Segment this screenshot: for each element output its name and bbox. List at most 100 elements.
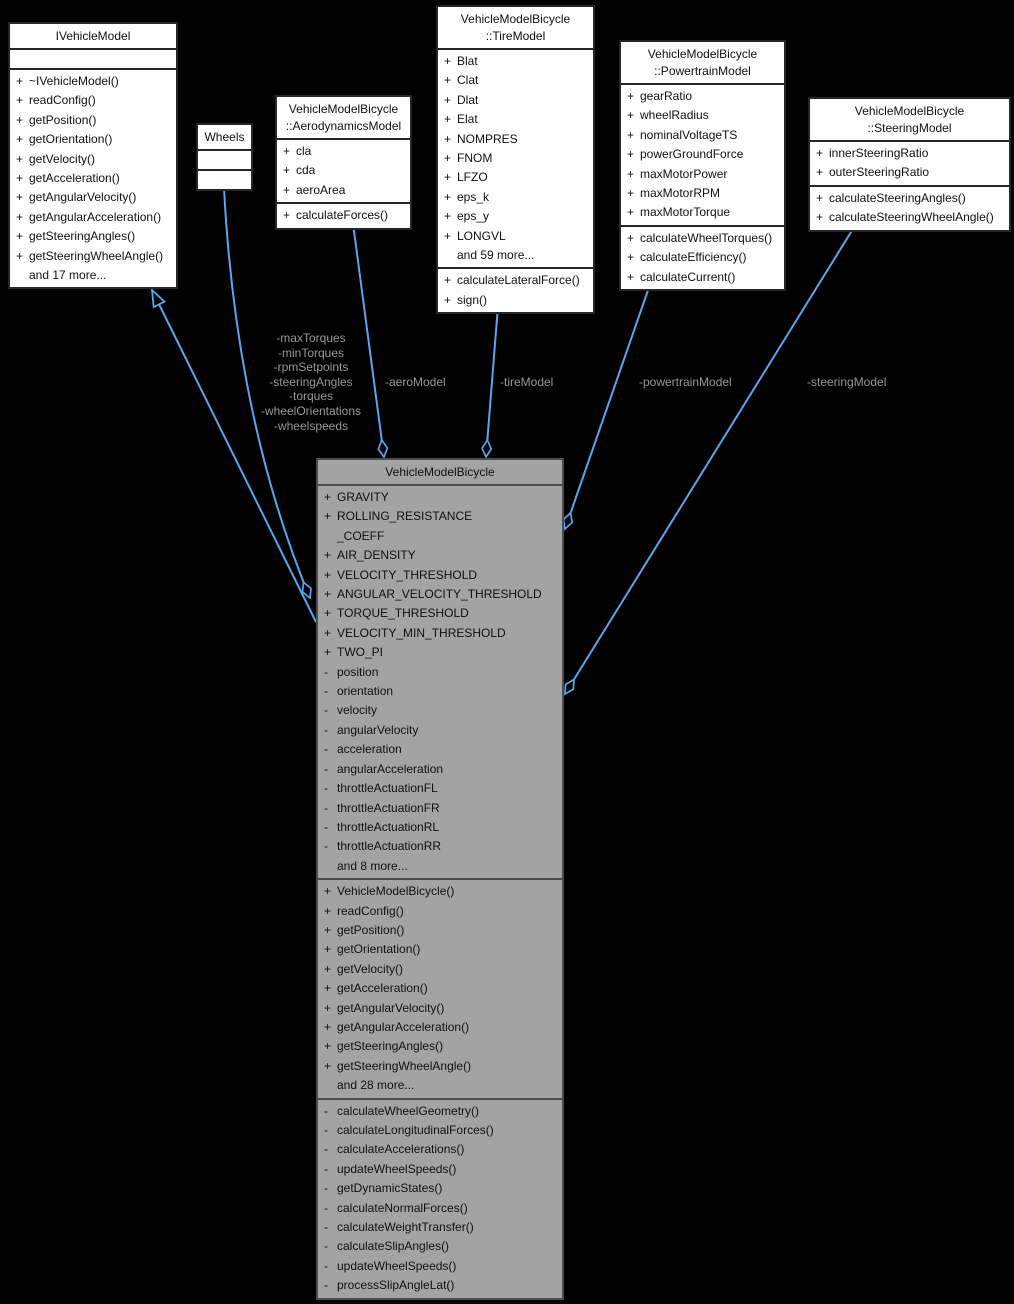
class-title-line: ::PowertrainModel bbox=[654, 64, 751, 78]
visibility-sign: + bbox=[324, 942, 332, 957]
visibility-sign: + bbox=[444, 292, 452, 307]
visibility-sign: + bbox=[324, 606, 332, 621]
member-row: +calculateForces() bbox=[277, 206, 410, 225]
edge-label-tiremodel: -tireModel bbox=[500, 375, 554, 389]
visibility-sign: + bbox=[16, 248, 24, 263]
member-name: maxMotorRPM bbox=[640, 186, 721, 201]
member-row: +getAngularAcceleration() bbox=[318, 1018, 562, 1037]
member-row: +getAngularAcceleration() bbox=[10, 208, 176, 227]
class-section: +Blat+Clat+Dlat+Elat+NOMPRES+FNOM+LFZO+e… bbox=[438, 50, 593, 270]
class-section bbox=[10, 50, 176, 70]
member-name: VehicleModelBicycle() bbox=[337, 884, 455, 899]
member-row: -position bbox=[318, 663, 562, 682]
visibility-sign: - bbox=[324, 761, 328, 776]
member-row: and 59 more... bbox=[438, 246, 593, 265]
member-row: +FNOM bbox=[438, 149, 593, 168]
member-row: +eps_y bbox=[438, 207, 593, 226]
class-title-line: ::TireModel bbox=[485, 29, 546, 43]
class-title-line: VehicleModelBicycle bbox=[647, 47, 758, 61]
visibility-sign: + bbox=[324, 548, 332, 563]
aggregation-edge-tiremodel bbox=[481, 305, 499, 459]
member-name: and 28 more... bbox=[337, 1078, 415, 1093]
member-row: +~IVehicleModel() bbox=[10, 72, 176, 91]
class-title: VehicleModelBicycle::TireModel bbox=[438, 7, 593, 50]
class-title-line: ::SteeringModel bbox=[867, 121, 952, 135]
class-box-aerodynamicsmodel[interactable]: VehicleModelBicycle::AerodynamicsModel+c… bbox=[275, 95, 412, 230]
edge-label-powertrainmodel: -powertrainModel bbox=[639, 375, 732, 389]
class-title: VehicleModelBicycle bbox=[318, 460, 562, 486]
member-row: +LONGVL bbox=[438, 227, 593, 246]
visibility-sign: + bbox=[283, 182, 291, 197]
member-name: updateWheelSpeeds() bbox=[337, 1258, 457, 1273]
member-name: getPosition() bbox=[29, 112, 97, 127]
class-title-line: VehicleModelBicycle bbox=[288, 102, 399, 116]
member-row: +calculateSteeringAngles() bbox=[810, 189, 1009, 208]
member-row: +Blat bbox=[438, 52, 593, 71]
visibility-sign: - bbox=[324, 1181, 328, 1196]
visibility-sign: + bbox=[627, 269, 635, 284]
member-row: +getVelocity() bbox=[10, 150, 176, 169]
member-row: + powerGroundForce bbox=[621, 145, 784, 164]
member-name: LONGVL bbox=[457, 228, 506, 243]
member-row: +sign() bbox=[438, 291, 593, 310]
member-row: +cla bbox=[277, 142, 410, 161]
member-name: powerGroundForce bbox=[640, 147, 744, 162]
member-name: getDynamicStates() bbox=[337, 1181, 443, 1196]
member-name: aeroArea bbox=[296, 182, 346, 197]
class-section: -calculateWheelGeometry()-calculateLongi… bbox=[318, 1100, 562, 1298]
visibility-sign: + bbox=[16, 190, 24, 205]
visibility-sign: + bbox=[444, 112, 452, 127]
class-section: +GRAVITY+ROLLING_RESISTANCE _COEFF+AIR_D… bbox=[318, 486, 562, 881]
visibility-sign: + bbox=[324, 961, 332, 976]
visibility-sign: - bbox=[324, 703, 328, 718]
visibility-sign: + bbox=[816, 190, 824, 205]
class-box-powertrainmodel[interactable]: VehicleModelBicycle::PowertrainModel+gea… bbox=[619, 40, 786, 292]
member-name: calculateSteeringWheelAngle() bbox=[829, 210, 994, 225]
class-box-wheels[interactable]: Wheels bbox=[196, 123, 253, 191]
member-name: calculateLongitudinalForces() bbox=[337, 1123, 494, 1137]
aggregation-edge-wheels bbox=[223, 187, 312, 600]
class-section: +calculateForces() bbox=[277, 204, 410, 227]
member-row: +getSteeringWheelAngle() bbox=[318, 1057, 562, 1076]
member-row: -acceleration bbox=[318, 740, 562, 759]
class-box-vehiclemodelbicycle[interactable]: VehicleModelBicycle+GRAVITY+ROLLING_RESI… bbox=[316, 458, 564, 1300]
edge-label-line: -steeringAngles bbox=[269, 374, 353, 389]
member-row: +Dlat bbox=[438, 91, 593, 110]
member-row: +getOrientation() bbox=[10, 130, 176, 149]
visibility-sign: + bbox=[324, 645, 332, 660]
class-box-tiremodel[interactable]: VehicleModelBicycle::TireModel+Blat+Clat… bbox=[436, 5, 595, 315]
class-title: VehicleModelBicycle::AerodynamicsModel bbox=[277, 97, 410, 140]
visibility-sign: - bbox=[324, 664, 328, 679]
member-row: -throttleActuationFR bbox=[318, 799, 562, 818]
class-box-steeringmodel[interactable]: VehicleModelBicycle::SteeringModel+inner… bbox=[808, 97, 1011, 232]
visibility-sign: + bbox=[16, 229, 24, 244]
member-row: +LFZO bbox=[438, 168, 593, 187]
member-row: +maxMotorRPM bbox=[621, 184, 784, 203]
visibility-sign: - bbox=[324, 1142, 328, 1157]
member-name: calculateNormalForces() bbox=[337, 1200, 468, 1215]
class-title-line: IVehicleModel bbox=[55, 29, 131, 43]
visibility-sign: + bbox=[16, 151, 24, 166]
visibility-sign: + bbox=[324, 587, 332, 602]
aggregation-edge-powertrainmodel bbox=[562, 272, 655, 531]
class-box-ivehiclemodel[interactable]: IVehicleModel+~IVehicleModel()+readConfi… bbox=[8, 22, 178, 290]
member-row: +calculateLateralForce() bbox=[438, 271, 593, 290]
visibility-sign: - bbox=[324, 1239, 328, 1254]
visibility-sign: + bbox=[627, 147, 635, 162]
member-name: getAngularAcceleration() bbox=[29, 209, 162, 224]
member-name: LFZO bbox=[457, 170, 488, 185]
member-row: -updateWheelSpeeds() bbox=[318, 1160, 562, 1179]
member-row: +getVelocity() bbox=[318, 960, 562, 979]
visibility-sign: - bbox=[324, 781, 328, 796]
visibility-sign: + bbox=[444, 273, 452, 288]
member-row: -calculateSlipAngles() bbox=[318, 1237, 562, 1256]
member-row: +getOrientation() bbox=[318, 940, 562, 959]
member-name: AIR_DENSITY bbox=[337, 548, 416, 563]
visibility-sign: + bbox=[324, 981, 332, 996]
member-row: +getAngularVelocity() bbox=[318, 999, 562, 1018]
visibility-sign: + bbox=[324, 922, 332, 937]
visibility-sign: + bbox=[324, 903, 332, 918]
class-title-line: VehicleModelBicycle bbox=[460, 12, 571, 26]
member-name: getSteeringWheelAngle() bbox=[29, 248, 164, 263]
